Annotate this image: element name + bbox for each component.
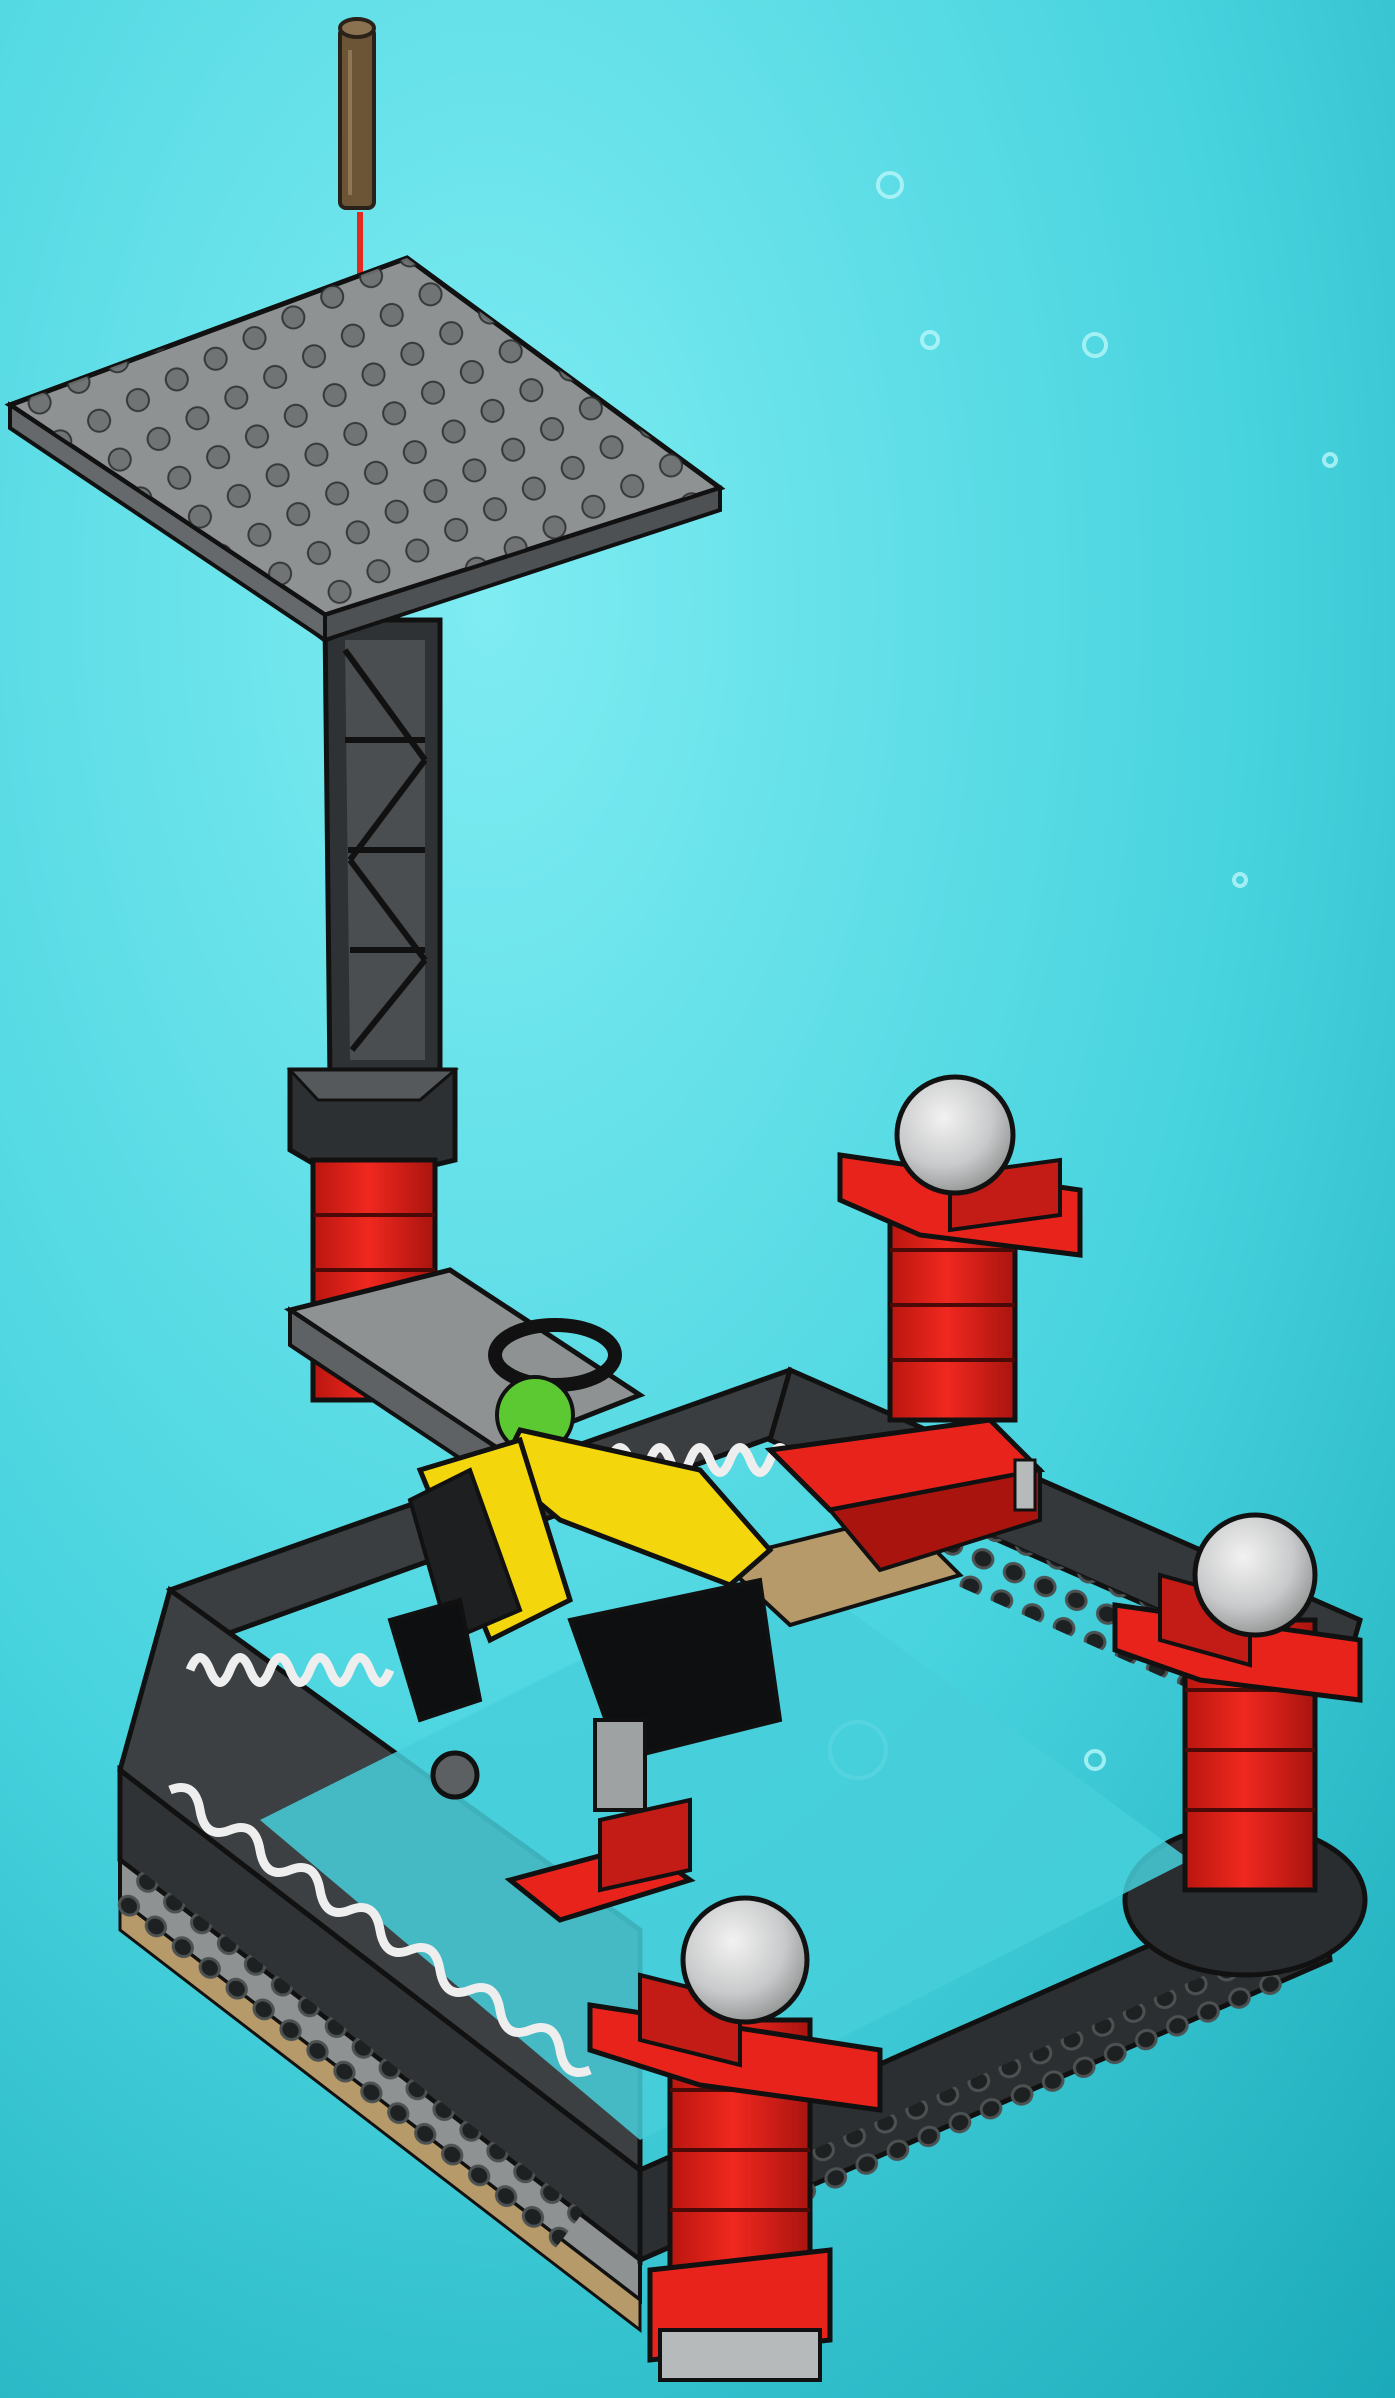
antenna-pin [340, 19, 374, 208]
lattice-tower [325, 620, 440, 1080]
